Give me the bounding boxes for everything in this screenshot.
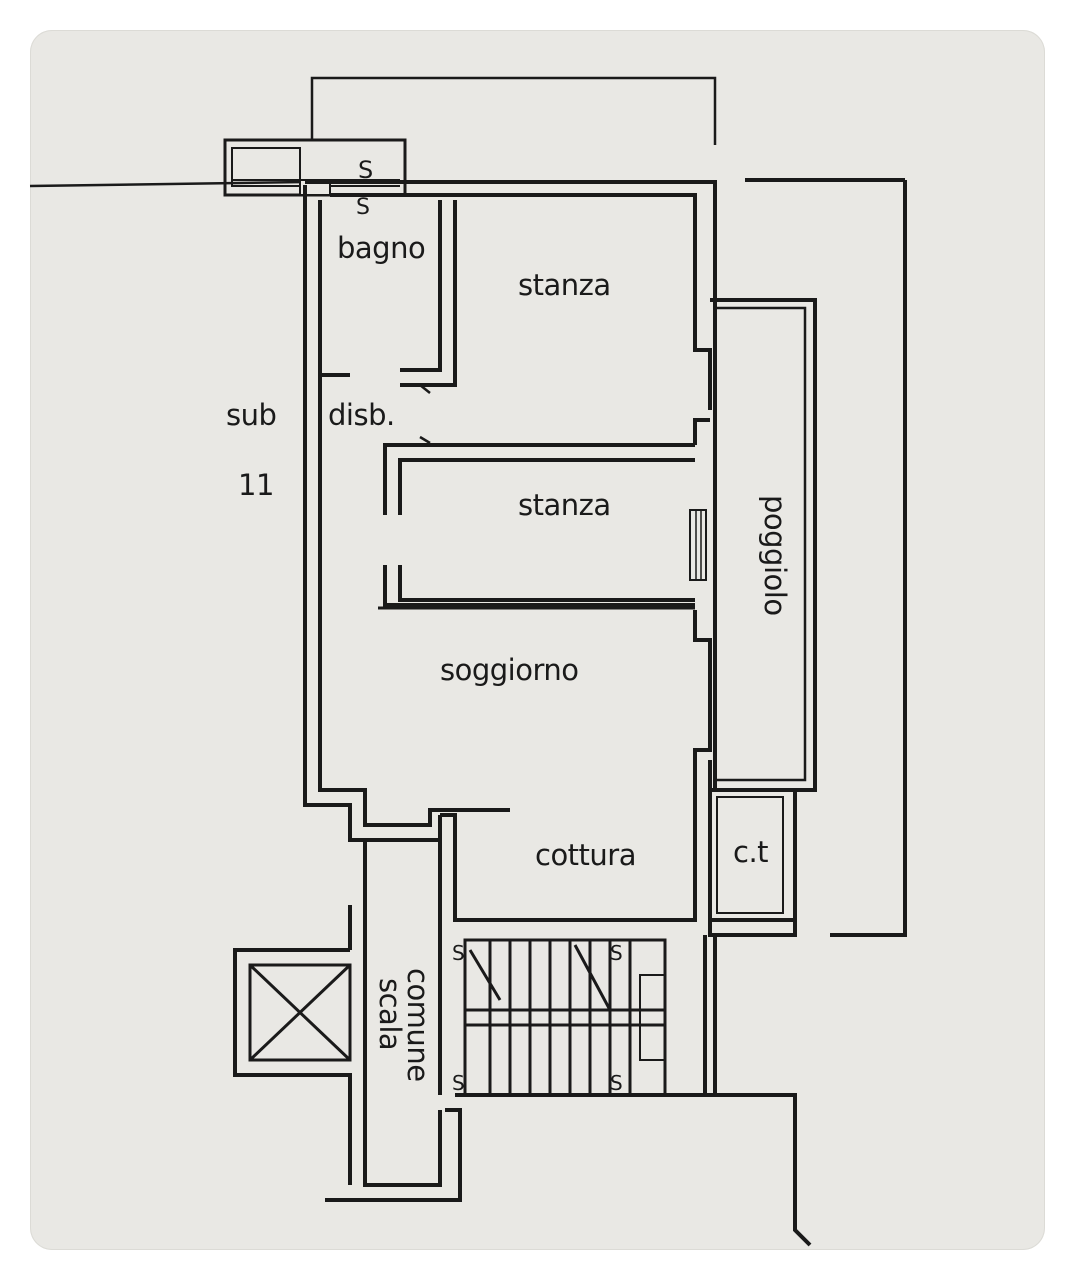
label-cottura: cottura (535, 838, 636, 872)
chimney-strip (223, 138, 407, 197)
s-marker-chimney-top: S (358, 156, 373, 184)
bagno-walls (320, 200, 457, 394)
label-soggiorno: soggiorno (440, 653, 579, 687)
reference-line-left (29, 180, 306, 188)
s-marker-stair-top-left: S (452, 941, 464, 965)
scala-corridor (348, 840, 442, 1187)
drawing-sheet (30, 30, 1045, 1250)
label-stanza-mid: stanza (518, 488, 611, 522)
label-sub: sub (226, 398, 276, 432)
label-sub-number: 11 (238, 468, 274, 502)
label-scala: scala (373, 978, 407, 1050)
s-marker-chimney-bottom: S (356, 195, 369, 220)
ct-closet (708, 788, 797, 922)
label-comune: comune (401, 968, 435, 1082)
window-hatch (689, 509, 707, 581)
label-stanza-top: stanza (518, 268, 611, 302)
upper-outline (310, 76, 717, 145)
label-poggiolo: poggiolo (758, 495, 792, 616)
stanza-mid-walls (378, 435, 695, 610)
elevator-shaft (233, 948, 352, 1185)
s-marker-stair-bottom-left: S (452, 1071, 464, 1095)
right-bracket (830, 180, 907, 937)
label-bagno: bagno (337, 231, 425, 265)
s-marker-stair-bottom-right: S (610, 1071, 622, 1095)
label-ct: c.t (733, 835, 768, 869)
s-marker-stair-top-right: S (610, 941, 622, 965)
label-disb: disb. (328, 398, 395, 432)
stair-block (463, 938, 667, 1097)
